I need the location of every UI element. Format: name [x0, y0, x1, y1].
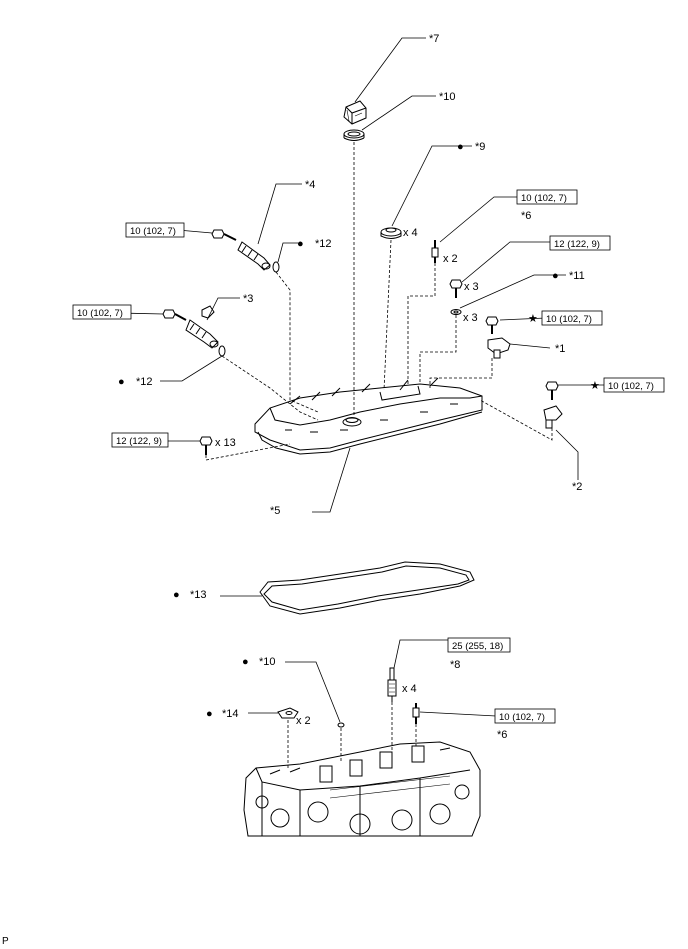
torque-label-sensor-2: 10 (102, 7): [608, 381, 654, 392]
symbols: ● ● ● ★ ● ★ ● ● ●: [118, 141, 600, 720]
cam-position-sensor-1: [487, 337, 511, 359]
bolt-vvt-upper: [211, 229, 237, 241]
dot-symbol-12-upper: ●: [297, 238, 304, 250]
callout-4: *4: [305, 179, 315, 191]
page-code: P: [2, 936, 9, 947]
star-symbol-sensor-1: ★: [528, 313, 538, 325]
torque-label-bolt-x3: 12 (122, 9): [554, 239, 600, 250]
stud-lower: [412, 703, 420, 724]
torque-label-vvt-lower: 10 (102, 7): [77, 308, 123, 319]
head-cover-gasket: [259, 561, 475, 615]
torque-box-sensor-1: [541, 310, 603, 326]
leader-lines: [75, 37, 604, 723]
torque-label-spark-plug: 25 (255, 18): [452, 641, 503, 652]
qty-x2-lower: x 2: [296, 715, 311, 727]
cylinder-head: [243, 741, 481, 837]
callout-labels: *7 *10 *9 *4 *6 *12 *11 *3 *1 *12 *2 *5 …: [136, 33, 585, 741]
parts-layer: [162, 100, 563, 837]
callout-5: *5: [270, 505, 280, 517]
assembly-lines: [205, 142, 553, 768]
bolt-cover-x3: [449, 279, 463, 298]
callout-6-upper: *6: [521, 210, 531, 222]
callout-12-upper: *12: [315, 238, 332, 250]
bolt-sensor-2: [545, 381, 559, 400]
quantity-labels: x 4 x 2 x 3 x 3 x 13 x 4 x 2: [215, 227, 479, 727]
oil-filler-cap: [343, 100, 367, 125]
qty-x3-bolt: x 3: [464, 281, 479, 293]
spark-plug-tube-gasket: [380, 227, 402, 239]
torque-label-stud-upper: 10 (102, 7): [521, 193, 567, 204]
torque-box-vvt-upper: [125, 222, 185, 238]
torque-box-stud-upper: [516, 189, 578, 205]
qty-x2-stud: x 2: [443, 253, 458, 265]
bolt-cover-x13: [199, 436, 213, 455]
callout-12-lower: *12: [136, 376, 153, 388]
bolt-sensor-1: [485, 316, 499, 334]
callout-10-lower: *10: [259, 656, 276, 668]
bolt-vvt-lower: [162, 309, 187, 321]
torque-box-spark-plug: [447, 637, 511, 653]
torque-box-stud-lower: [494, 708, 556, 724]
dot-symbol-14: ●: [206, 708, 213, 720]
torque-label-stud-lower: 10 (102, 7): [499, 712, 545, 723]
torque-boxes: [72, 189, 665, 724]
dot-symbol-9: ●: [457, 141, 464, 153]
torque-labels: 10 (102, 7) 10 (102, 7) 12 (122, 9) 10 (…: [77, 193, 654, 723]
star-symbol-sensor-2: ★: [590, 380, 600, 392]
qty-x13: x 13: [215, 437, 236, 449]
spark-plug: [387, 667, 397, 702]
qty-x3-gasket: x 3: [463, 312, 478, 324]
callout-9: *9: [475, 141, 485, 153]
torque-label-sensor-1: 10 (102, 7): [546, 314, 592, 325]
stud-upper: [431, 240, 439, 263]
cylinder-head-cover: [254, 377, 483, 455]
dot-symbol-13: ●: [173, 589, 180, 601]
torque-box-sensor-2: [603, 377, 665, 393]
bolt-gasket: [450, 309, 462, 315]
qty-x4-upper: x 4: [403, 227, 418, 239]
cam-position-sensor-2: [543, 405, 563, 429]
callout-8: *8: [450, 659, 460, 671]
qty-x4-plug: x 4: [402, 683, 417, 695]
torque-box-bolt-x3: [549, 235, 611, 251]
vvt-valve-lower: [185, 305, 226, 357]
gasket-bottom: [337, 722, 345, 728]
oil-gasket-bottom: [277, 707, 299, 719]
torque-label-bolt-cover: 12 (122, 9): [116, 436, 162, 447]
callout-6-lower: *6: [497, 729, 507, 741]
callout-7: *7: [429, 33, 439, 45]
dot-symbol-11: ●: [552, 270, 559, 282]
vvt-valve-upper: [237, 241, 280, 273]
callout-2: *2: [572, 481, 582, 493]
torque-box-bolt-cover: [111, 432, 169, 448]
callout-10-upper: *10: [439, 91, 456, 103]
callout-13: *13: [190, 589, 207, 601]
dot-symbol-12-lower: ●: [118, 376, 125, 388]
dot-symbol-10-lower: ●: [242, 656, 249, 668]
cap-gasket: [343, 129, 365, 141]
torque-box-vvt-lower: [72, 304, 132, 320]
callout-1: *1: [555, 343, 565, 355]
torque-label-vvt-upper: 10 (102, 7): [130, 226, 176, 237]
callout-14: *14: [222, 708, 239, 720]
callout-3: *3: [243, 293, 253, 305]
callout-11: *11: [569, 270, 585, 282]
